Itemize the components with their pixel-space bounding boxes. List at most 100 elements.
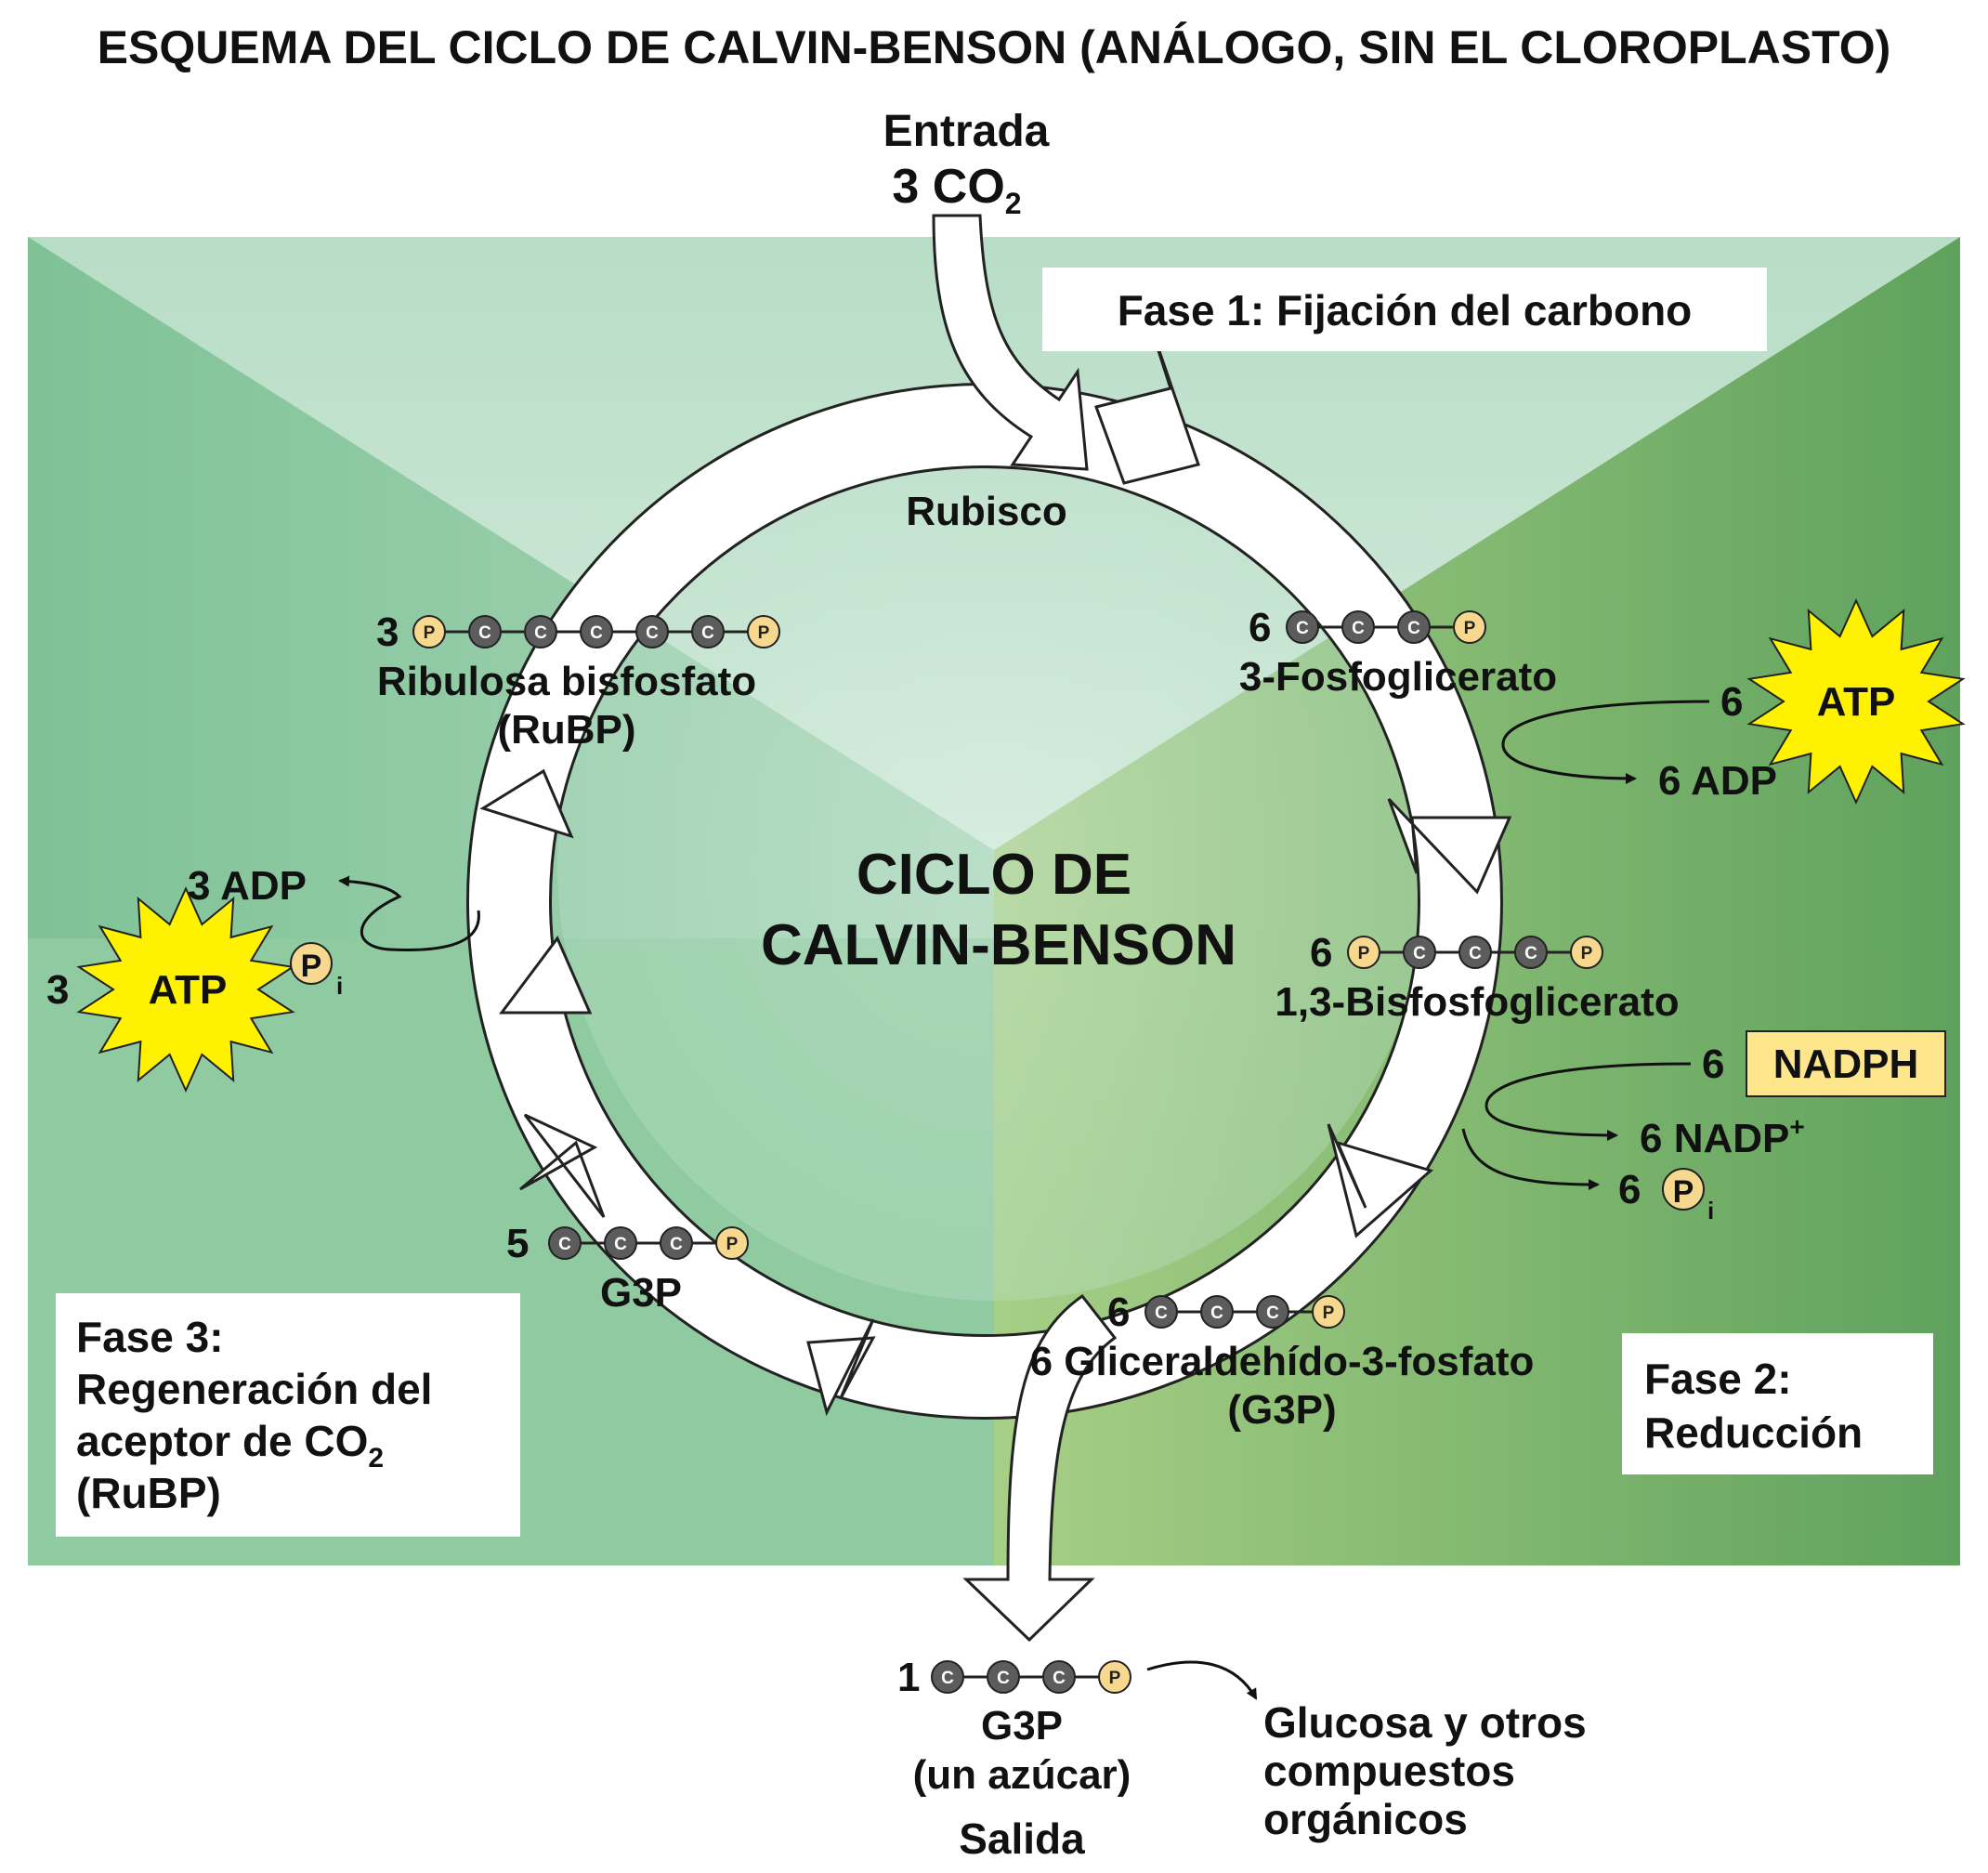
rubp-abbr: (RuBP)	[497, 707, 635, 753]
input-co2: 3 CO2	[892, 160, 1021, 220]
svg-text:i: i	[336, 972, 343, 1000]
page-title: ESQUEMA DEL CICLO DE CALVIN-BENSON (ANÁL…	[97, 21, 1891, 73]
enzyme-rubisco: Rubisco	[906, 489, 1067, 534]
phosphate-group	[1347, 936, 1380, 969]
phase-1-box: Fase 1: Fijación del carbono	[1042, 268, 1767, 351]
ring-arrow-left-mid	[499, 936, 593, 1015]
phase-2-line-1: Fase 2:	[1644, 1355, 1792, 1403]
carbon-atom	[1200, 1295, 1234, 1329]
ring-arrow-top	[1094, 315, 1200, 485]
adp-left-label: 3 ADP	[188, 863, 307, 909]
phosphate-letter: P	[1464, 619, 1476, 638]
cycle-ring	[466, 315, 1512, 1420]
g3p6-count: 6	[1107, 1290, 1130, 1335]
svg-text:i: i	[1707, 1197, 1714, 1225]
carbon-atom	[1341, 610, 1375, 644]
phase-3-line-4: (RuBP)	[76, 1469, 221, 1517]
carbon-atom	[691, 615, 725, 648]
cycle-name-line-1: CICLO DE	[857, 843, 1131, 907]
phosphate-letter: P	[1581, 944, 1593, 963]
cycle-name-line-2: CALVIN-BENSON	[761, 913, 1236, 977]
ring-arrow-bottom	[806, 1318, 876, 1417]
phosphate-letter: P	[1109, 1669, 1121, 1688]
carbon-letter: C	[1296, 619, 1309, 638]
atp-left-arrow	[338, 875, 480, 951]
svg-text:P: P	[301, 949, 322, 984]
svg-text:P: P	[1673, 1174, 1694, 1210]
g3p1-note: (un azúcar)	[913, 1752, 1131, 1798]
phosphate-group	[1453, 610, 1486, 644]
carbon-atom	[660, 1226, 693, 1260]
atp-left-count: 3	[46, 967, 69, 1013]
carbon-atom	[1458, 936, 1492, 969]
carbon-letter: C	[1155, 1303, 1168, 1323]
phase-3-line-1: Fase 3:	[76, 1313, 224, 1361]
carbon-letter: C	[478, 623, 491, 643]
atp-star-left: ATP	[76, 885, 295, 1094]
phosphate-letter: P	[758, 623, 770, 643]
carbon-atom	[604, 1226, 637, 1260]
phase-3-box: Fase 3: Regeneración del aceptor de CO2 …	[56, 1293, 520, 1537]
carbon-atom	[1042, 1660, 1076, 1694]
carbon-letter: C	[1210, 1303, 1223, 1323]
carbon-letter: C	[1352, 619, 1365, 638]
nadph-count: 6	[1702, 1041, 1724, 1087]
g3p5-name: G3P	[600, 1270, 682, 1316]
carbon-atom	[987, 1660, 1020, 1694]
background	[28, 237, 1960, 1565]
ring-arrow-right-lower	[1327, 1123, 1434, 1238]
nadph-label: NADPH	[1773, 1041, 1918, 1087]
carbon-letter: C	[1413, 944, 1426, 963]
ring-arrow-left-lower	[519, 1113, 606, 1218]
carbon-atom	[1397, 610, 1431, 644]
carbon-letter: C	[997, 1669, 1010, 1688]
g3p6-name: 6 Gliceraldehído-3-fosfato	[1030, 1339, 1535, 1384]
atp-right-arrow	[1501, 700, 1710, 784]
rubp-name: Ribulosa bisfosfato	[377, 659, 756, 704]
phosphate-group	[715, 1226, 749, 1260]
carbon-letter: C	[941, 1669, 954, 1688]
carbon-atom	[580, 615, 613, 648]
carbon-atom	[1514, 936, 1548, 969]
phosphate-letter: P	[1323, 1303, 1335, 1323]
co2-input-arrow	[932, 214, 1089, 471]
phosphate-letter: P	[424, 623, 436, 643]
phosphate-group	[747, 615, 780, 648]
carbon-atom	[524, 615, 557, 648]
carbon-letter: C	[1053, 1669, 1066, 1688]
carbon-atom	[1256, 1295, 1289, 1329]
glucose-arrow	[1146, 1660, 1258, 1700]
phase-2-box: Fase 2: Reducción	[1622, 1333, 1933, 1474]
carbon-letter: C	[534, 623, 547, 643]
phosphate-group	[412, 615, 446, 648]
pi-right-symbol: P i	[1662, 1168, 1714, 1225]
rubp-count: 3	[376, 609, 399, 655]
atp-right-label: ATP	[1817, 679, 1896, 725]
carbon-atom	[1286, 610, 1319, 644]
bg-center-glow	[557, 427, 1431, 1301]
carbon-atom	[548, 1226, 582, 1260]
phase-3-line-2: Regeneración del	[76, 1365, 432, 1413]
phase-3-line-3: aceptor de CO2	[76, 1417, 384, 1474]
atp-star-right: ATP	[1746, 597, 1966, 806]
input-label: Entrada	[883, 107, 1050, 156]
phosphate-letter: P	[726, 1235, 739, 1254]
phosphate-group	[1098, 1660, 1131, 1694]
pga-name: 3-Fosfoglicerato	[1239, 654, 1557, 700]
product-line-3: orgánicos	[1263, 1795, 1468, 1843]
nadph-arrow	[1484, 1062, 1692, 1141]
g3p1-count: 1	[897, 1655, 920, 1700]
adp-right-label: 6 ADP	[1658, 758, 1777, 804]
pga-count: 6	[1249, 605, 1271, 650]
g3p6-abbr: (G3P)	[1227, 1387, 1336, 1433]
pi-left-symbol: P i	[290, 942, 343, 1000]
g3p-output-arrow	[962, 1293, 1118, 1643]
carbon-letter: C	[590, 623, 603, 643]
